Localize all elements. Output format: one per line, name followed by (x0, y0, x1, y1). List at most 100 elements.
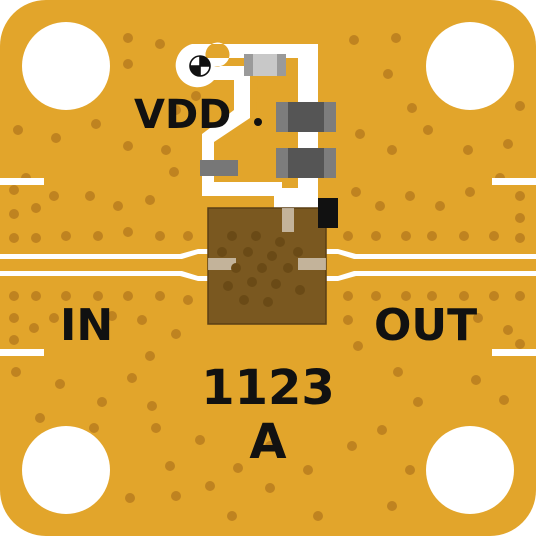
via (127, 373, 137, 383)
capacitor-top (244, 54, 286, 76)
vdd-label: VDD (134, 92, 231, 138)
input-label: IN (60, 300, 113, 351)
via (123, 227, 133, 237)
via (155, 291, 165, 301)
via (147, 401, 157, 411)
via (151, 423, 161, 433)
mounting-hole-bottom-right (426, 426, 514, 514)
via (61, 291, 71, 301)
via (165, 461, 175, 471)
via (265, 441, 275, 451)
via (265, 483, 275, 493)
edge-slit (492, 349, 536, 356)
via (463, 145, 473, 155)
via (353, 341, 363, 351)
output-trace-gap-bottom (322, 271, 536, 281)
output-trace-gap-top (322, 249, 536, 259)
via (123, 141, 133, 151)
via (145, 351, 155, 361)
mounting-holes (22, 22, 514, 514)
chip-via (263, 297, 273, 307)
via (51, 133, 61, 143)
via (435, 201, 445, 211)
chip-via (243, 247, 253, 257)
via (171, 491, 181, 501)
via (343, 291, 353, 301)
ground-symbol-icon (189, 55, 211, 77)
via (9, 291, 19, 301)
via (195, 435, 205, 445)
output-label: OUT (374, 300, 477, 351)
via (473, 313, 483, 323)
rf-trace-gaps (0, 249, 536, 281)
via (85, 191, 95, 201)
via (11, 367, 21, 377)
via (55, 379, 65, 389)
via (123, 33, 133, 43)
via (145, 195, 155, 205)
via (401, 291, 411, 301)
via (351, 187, 361, 197)
via (405, 191, 415, 201)
via (161, 145, 171, 155)
via (427, 231, 437, 241)
vdd-bias-trace (175, 42, 318, 232)
via (169, 167, 179, 177)
via (125, 493, 135, 503)
via (377, 425, 387, 435)
pin1-marker-icon (318, 198, 338, 228)
via (391, 33, 401, 43)
via (459, 291, 469, 301)
via (401, 231, 411, 241)
capacitor-small (200, 160, 238, 176)
edge-slit (0, 349, 44, 356)
via (49, 313, 59, 323)
via (405, 465, 415, 475)
chip-via (267, 251, 277, 261)
revision-label: A (249, 414, 286, 470)
via (91, 119, 101, 129)
input-trace-gap-top (0, 249, 214, 259)
resistor-upper (276, 102, 336, 132)
via (371, 231, 381, 241)
via (407, 103, 417, 113)
via (171, 105, 181, 115)
via (171, 329, 181, 339)
chip-via (217, 247, 227, 257)
via (205, 481, 215, 491)
via (61, 231, 71, 241)
via (515, 291, 525, 301)
via (31, 233, 41, 243)
mounting-hole-top-left (22, 22, 110, 110)
via (499, 395, 509, 405)
chip-vias (217, 231, 305, 307)
via (515, 233, 525, 243)
via (471, 375, 481, 385)
via (227, 511, 237, 521)
vdd-dot-marker (254, 118, 262, 126)
via (183, 231, 193, 241)
capacitor-lower (276, 148, 336, 178)
via (465, 187, 475, 197)
chip-via (231, 263, 241, 273)
via (155, 39, 165, 49)
via (93, 291, 103, 301)
via (371, 291, 381, 301)
chip-via (257, 263, 267, 273)
chip-via (293, 247, 303, 257)
part-number-label: 1123 (201, 360, 335, 416)
via (515, 339, 525, 349)
amplifier-chip (207, 207, 327, 325)
via (459, 231, 469, 241)
via (137, 315, 147, 325)
via (183, 295, 193, 305)
mounting-hole-bottom-left (22, 426, 110, 514)
via (29, 323, 39, 333)
via (107, 311, 117, 321)
via (515, 213, 525, 223)
via (355, 129, 365, 139)
via (123, 291, 133, 301)
via (9, 185, 19, 195)
via (31, 203, 41, 213)
via (93, 231, 103, 241)
